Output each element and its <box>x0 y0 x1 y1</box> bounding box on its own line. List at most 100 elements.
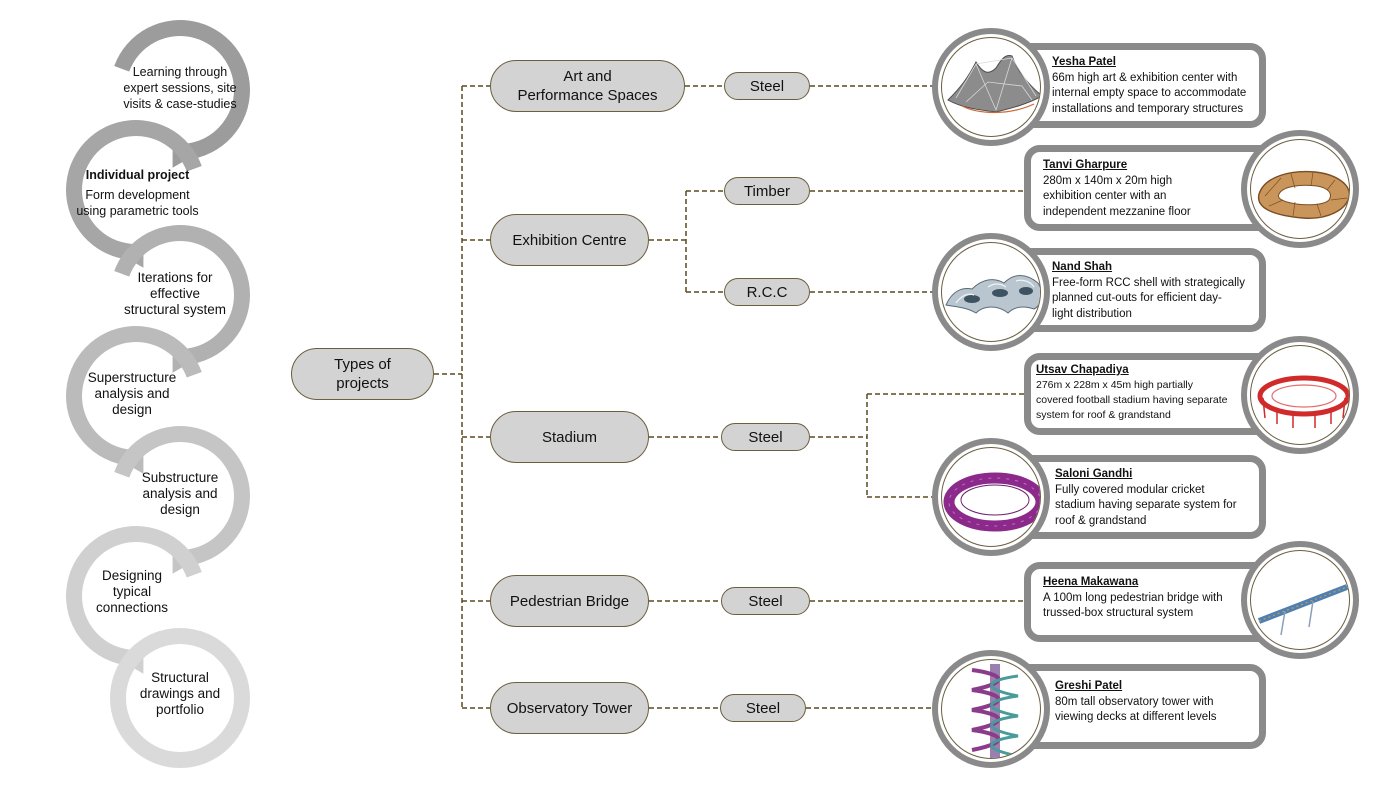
project-name: Yesha Patel <box>1052 56 1116 68</box>
step-line: visits & case-studies <box>123 97 237 111</box>
process-cycle-arrow <box>66 326 202 466</box>
process-cycle-arrow <box>114 20 250 160</box>
project-name: Nand Shah <box>1052 261 1113 273</box>
material-label: Steel <box>745 699 781 717</box>
connector-exhibition-materials <box>649 190 724 293</box>
project-desc-line: exhibition center with an <box>1043 190 1167 202</box>
process-cycle-arrow <box>66 526 202 666</box>
root-label-line: projects <box>336 375 389 392</box>
material-steel-art: Steel <box>724 72 810 100</box>
process-step-individual-project: Individual project Form development usin… <box>70 167 205 219</box>
step-line: Designing <box>101 568 163 583</box>
project-desc-line: installations and temporary structures <box>1052 102 1244 115</box>
material-steel-tower: Steel <box>720 694 806 722</box>
project-image-yesha-patel <box>932 28 1050 146</box>
category-label: Pedestrian Bridge <box>509 592 630 610</box>
category-exhibition-centre: Exhibition Centre <box>490 214 649 266</box>
connector-stadium-projects <box>810 393 1024 498</box>
step-line: expert sessions, site <box>123 81 237 95</box>
category-stadium: Stadium <box>490 411 649 463</box>
rcc-shell-icon <box>945 275 1040 314</box>
step-line: analysis and <box>142 486 218 501</box>
category-label: Observatory Tower <box>506 699 633 717</box>
category-label-line: Art and <box>563 68 612 85</box>
step-line: Substructure <box>141 470 219 485</box>
project-desc-line: Free-form RCC shell with strategically <box>1052 276 1245 289</box>
process-step-drawings: Structural drawings and portfolio <box>110 670 250 718</box>
project-image-nand-shah <box>932 233 1050 351</box>
project-desc-line: 276m x 228m x 45m high partially <box>1036 379 1193 391</box>
step-line: effective <box>149 286 201 301</box>
material-steel-stadium: Steel <box>721 423 810 451</box>
process-step-substructure: Substructure analysis and design <box>110 470 250 518</box>
project-name: Greshi Patel <box>1055 680 1123 692</box>
project-desc-line: system for roof & grandstand <box>1036 409 1171 421</box>
step-line: design <box>160 502 200 517</box>
material-label: R.C.C <box>746 283 788 301</box>
category-pedestrian-bridge: Pedestrian Bridge <box>490 575 649 627</box>
project-name: Tanvi Gharpure <box>1043 159 1128 171</box>
project-desc-line: viewing decks at different levels <box>1055 711 1217 723</box>
material-label: Steel <box>749 77 785 95</box>
project-name: Utsav Chapadiya <box>1036 364 1129 376</box>
step-line: design <box>112 402 152 417</box>
step-line: Iterations for <box>137 270 213 285</box>
helical-tower-icon <box>971 664 1019 758</box>
process-cycle-arrow <box>66 120 202 260</box>
material-label: Steel <box>748 592 783 610</box>
truss-bridge-icon <box>1257 584 1349 636</box>
category-label: Stadium <box>541 428 598 446</box>
step-title: Individual project <box>85 168 190 182</box>
timber-shell-icon <box>1257 170 1349 219</box>
category-observatory-tower: Observatory Tower <box>490 682 649 734</box>
material-label: Steel <box>748 428 783 446</box>
category-art-performance: Art and Performance Spaces <box>490 60 685 112</box>
project-desc-line: roof & grandstand <box>1055 514 1147 527</box>
process-cycle-ring <box>110 628 250 768</box>
project-name: Heena Makawana <box>1043 576 1139 588</box>
project-desc-line: planned cut-outs for efficient day- <box>1052 292 1222 304</box>
project-desc-line: light distribution <box>1052 307 1132 320</box>
process-cycle-arrow <box>114 225 250 365</box>
project-desc-line: 280m x 140m x 20m high <box>1043 174 1173 187</box>
project-desc-line: 66m high art & exhibition center with <box>1052 71 1238 84</box>
step-line: portfolio <box>155 702 205 717</box>
step-line: analysis and <box>94 386 170 401</box>
cricket-stadium-icon <box>943 472 1040 532</box>
project-image-greshi-patel <box>932 650 1050 768</box>
project-card-yesha-patel: Yesha Patel 66m high art & exhibition ce… <box>1000 43 1266 128</box>
step-line: Structural <box>151 670 209 685</box>
step-line: Learning through <box>132 65 228 79</box>
root-label-line: Types of <box>334 356 391 373</box>
process-cycle-arrows <box>66 20 250 768</box>
step-line: connections <box>95 600 169 615</box>
category-label: Exhibition Centre <box>512 231 627 249</box>
process-cycle-arrow <box>114 426 250 566</box>
project-desc-line: 80m tall observatory tower with <box>1055 695 1214 708</box>
step-line: typical <box>112 584 152 599</box>
root-node-types-of-projects: Types of projects <box>291 348 434 400</box>
tree-connectors <box>434 85 1024 709</box>
project-desc-line: stadium having separate system for <box>1055 499 1237 511</box>
process-step-iterations: Iterations for effective structural syst… <box>105 270 245 318</box>
material-label: Timber <box>743 182 791 200</box>
project-desc-line: independent mezzanine floor <box>1043 205 1191 218</box>
project-image-utsav-chapadiya <box>1241 336 1359 454</box>
project-image-heena-makawana <box>1241 541 1359 659</box>
project-image-tanvi-gharpure <box>1241 130 1359 248</box>
project-desc-line: covered football stadium having separate <box>1036 394 1228 406</box>
football-stadium-icon <box>1257 375 1349 428</box>
project-desc-line: Fully covered modular cricket <box>1055 483 1205 496</box>
project-desc-line: trussed-box structural system <box>1043 607 1194 619</box>
step-line: drawings and <box>139 686 221 701</box>
project-desc-line: internal empty space to accommodate <box>1052 87 1247 99</box>
membrane-roof-icon <box>947 55 1040 114</box>
step-line: structural system <box>123 302 227 317</box>
material-steel-bridge: Steel <box>721 587 810 615</box>
step-line: Superstructure <box>87 370 177 385</box>
project-card-nand-shah: Nand Shah Free-form RCC shell with strat… <box>1000 248 1266 332</box>
category-label-line: Performance Spaces <box>517 87 658 104</box>
process-step-connections: Designing typical connections <box>62 568 202 616</box>
project-image-saloni-gandhi <box>932 438 1050 556</box>
